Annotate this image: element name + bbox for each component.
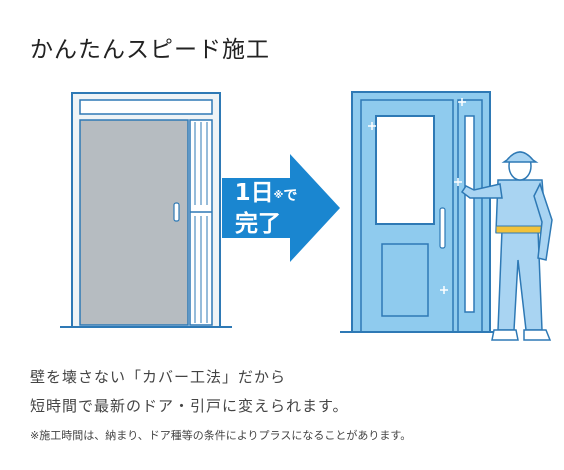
page-title: かんたんスピード施工 (30, 37, 270, 63)
worker-illustration-icon (460, 151, 553, 341)
arrow-label-suffix: で (283, 188, 298, 204)
description-line2: 短時間で最新のドア・引戸に変えられます。 (30, 397, 349, 415)
arrow-label-line2: 完了 (235, 211, 281, 237)
arrow-label-line1: 1日※で (226, 180, 306, 210)
arrow-label-mark: ※ (273, 190, 284, 201)
description-line1: 壁を壊さない「カバー工法」だから (30, 368, 287, 386)
old-door-illustration-icon (60, 92, 232, 328)
arrow-label-main: 1日 (234, 180, 274, 206)
footnote: ※施工時間は、納まり、ドア種等の条件によりプラスになることがあります。 (30, 429, 412, 442)
arrow-right-icon (222, 154, 340, 262)
new-door-illustration-icon (340, 91, 500, 333)
